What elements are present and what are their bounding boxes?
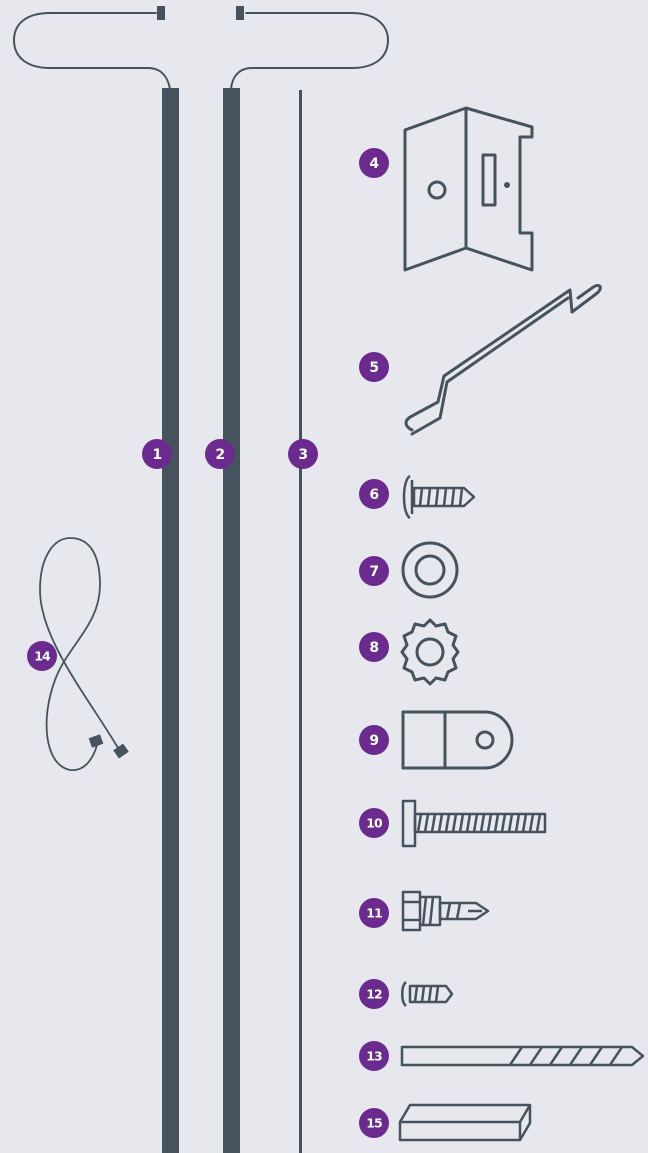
badge-15: 15 [359,1108,389,1138]
flat-washer-icon [401,541,459,599]
badge-number-15: 15 [366,1116,382,1131]
cable-clip-icon [401,710,514,770]
badge-number-11: 11 [366,906,382,921]
badge-number-12: 12 [366,987,382,1002]
badge-6: 6 [359,479,389,509]
top-cable-icon [12,6,390,90]
badge-11: 11 [359,898,389,928]
lock-washer-icon [400,618,460,686]
badge-number-9: 9 [369,733,378,749]
badge-number-4: 4 [369,156,379,172]
badge-12: 12 [359,979,389,1009]
coiled-cable-icon [39,537,129,771]
wood-block-icon [398,1103,532,1142]
badge-number-1: 1 [152,447,161,463]
badge-1: 1 [142,439,172,469]
small-screw-icon [401,981,454,1007]
badge-3: 3 [288,439,318,469]
badge-9: 9 [359,725,389,755]
thick-rail-1-icon [162,88,179,1153]
self-drilling-screw-icon [401,890,490,932]
thick-rail-2-icon [223,88,240,1153]
badge-4: 4 [359,148,389,178]
badge-8: 8 [359,632,389,662]
badge-number-14: 14 [34,649,51,664]
badge-13: 13 [359,1041,389,1071]
badge-14: 14 [27,641,57,671]
badge-10: 10 [359,808,389,838]
drill-bit-icon [400,1045,645,1067]
badge-2: 2 [205,439,235,469]
badge-number-10: 10 [366,816,383,831]
short-screw-icon [402,474,476,520]
badge-number-6: 6 [369,487,378,503]
badge-number-13: 13 [366,1049,382,1064]
badge-number-8: 8 [369,640,378,656]
badge-5: 5 [359,352,389,382]
badge-number-5: 5 [369,360,378,376]
badge-number-3: 3 [298,447,307,463]
badge-7: 7 [359,556,389,586]
thin-rod-icon [299,90,302,1153]
badge-number-7: 7 [369,564,378,580]
long-bolt-icon [401,799,547,848]
bent-rod-hook-icon [404,284,602,436]
mounting-bracket-icon [403,106,534,272]
badge-number-2: 2 [215,447,224,463]
